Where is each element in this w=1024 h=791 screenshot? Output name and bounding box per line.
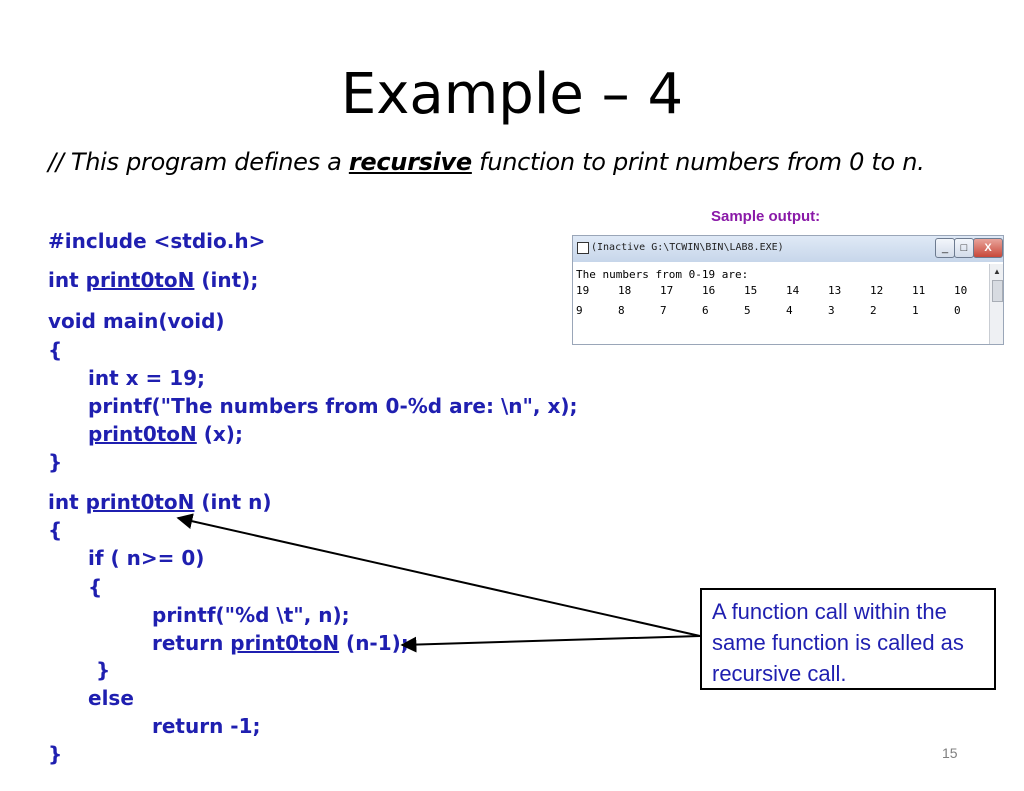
code-declaration: int x = 19; [88, 366, 206, 390]
console-number: 8 [618, 304, 625, 317]
code-token: (int); [194, 268, 259, 292]
console-scrollbar[interactable]: ▲ [989, 264, 1003, 344]
code-token: return [152, 631, 231, 655]
subtitle-suffix: function to print numbers from 0 to n. [471, 148, 925, 176]
callout-text: A function call within the same function… [712, 599, 964, 686]
console-number: 11 [912, 284, 926, 297]
code-brace-close: } [96, 658, 111, 682]
code-token: int [48, 490, 86, 514]
console-titlebar: (Inactive G:\TCWIN\BIN\LAB8.EXE) _ □ X [573, 236, 1003, 262]
console-number: 2 [870, 304, 877, 317]
code-brace-close: } [48, 450, 63, 474]
code-token: (int n) [194, 490, 272, 514]
console-number: 4 [786, 304, 793, 317]
code-token: (x); [196, 422, 243, 446]
console-header-line: The numbers from 0-19 are: [576, 268, 749, 281]
page-number: 15 [942, 745, 958, 761]
console-number: 14 [786, 284, 800, 297]
code-brace-open: { [48, 518, 63, 542]
subtitle-prefix: // This program defines a [48, 148, 349, 176]
console-number: 15 [744, 284, 758, 297]
code-brace-open: { [88, 575, 103, 599]
console-window: (Inactive G:\TCWIN\BIN\LAB8.EXE) _ □ X T… [572, 235, 1004, 345]
console-number: 13 [828, 284, 842, 297]
code-function-name: print0toN [85, 268, 195, 292]
close-button[interactable]: X [973, 238, 1003, 258]
code-token: int [48, 268, 86, 292]
code-else: else [88, 686, 134, 710]
code-function-name: print0toN [85, 490, 195, 514]
code-include: #include <stdio.h> [48, 229, 266, 253]
console-number: 5 [744, 304, 751, 317]
console-number: 1 [912, 304, 919, 317]
console-number: 3 [828, 304, 835, 317]
console-number: 19 [576, 284, 590, 297]
console-number: 18 [618, 284, 632, 297]
code-return-recursive: return print0toN (n-1); [152, 631, 409, 655]
console-number: 7 [660, 304, 667, 317]
callout-box: A function call within the same function… [700, 588, 996, 690]
console-app-icon [577, 242, 589, 254]
scroll-up-arrow-icon[interactable]: ▲ [993, 267, 1001, 276]
code-return-negative: return -1; [152, 714, 261, 738]
console-row-1: 19 18 17 16 15 14 13 12 11 10 [576, 284, 976, 298]
slide-subtitle: // This program defines a recursive func… [48, 148, 1008, 176]
console-number: 0 [954, 304, 961, 317]
code-call: print0toN (x); [88, 422, 243, 446]
slide-title: Example – 4 [340, 62, 684, 127]
console-number: 10 [954, 284, 968, 297]
code-main-signature: void main(void) [48, 309, 225, 333]
console-number: 12 [870, 284, 884, 297]
arrow-to-recursive-call [400, 635, 701, 653]
code-prototype: int print0toN (int); [48, 268, 258, 292]
code-if: if ( n>= 0) [88, 546, 205, 570]
code-function-name: print0toN [88, 422, 197, 446]
code-brace-open: { [48, 338, 63, 362]
sample-output-label: Sample output: [711, 208, 821, 225]
console-number: 16 [702, 284, 716, 297]
code-brace-close: } [48, 742, 63, 766]
scroll-thumb[interactable] [992, 280, 1003, 302]
code-printf-main: printf("The numbers from 0-%d are: \n", … [88, 394, 578, 418]
arrow-to-definition [176, 513, 701, 637]
subtitle-keyword: recursive [348, 148, 472, 176]
code-printf-recursive: printf("%d \t", n); [152, 603, 350, 627]
code-token: (n-1); [339, 631, 409, 655]
console-title: (Inactive G:\TCWIN\BIN\LAB8.EXE) [591, 242, 784, 253]
console-number: 9 [576, 304, 583, 317]
code-function-name: print0toN [230, 631, 340, 655]
console-row-2: 9 8 7 6 5 4 3 2 1 0 [576, 304, 976, 318]
code-definition: int print0toN (int n) [48, 490, 272, 514]
console-number: 17 [660, 284, 674, 297]
console-number: 6 [702, 304, 709, 317]
